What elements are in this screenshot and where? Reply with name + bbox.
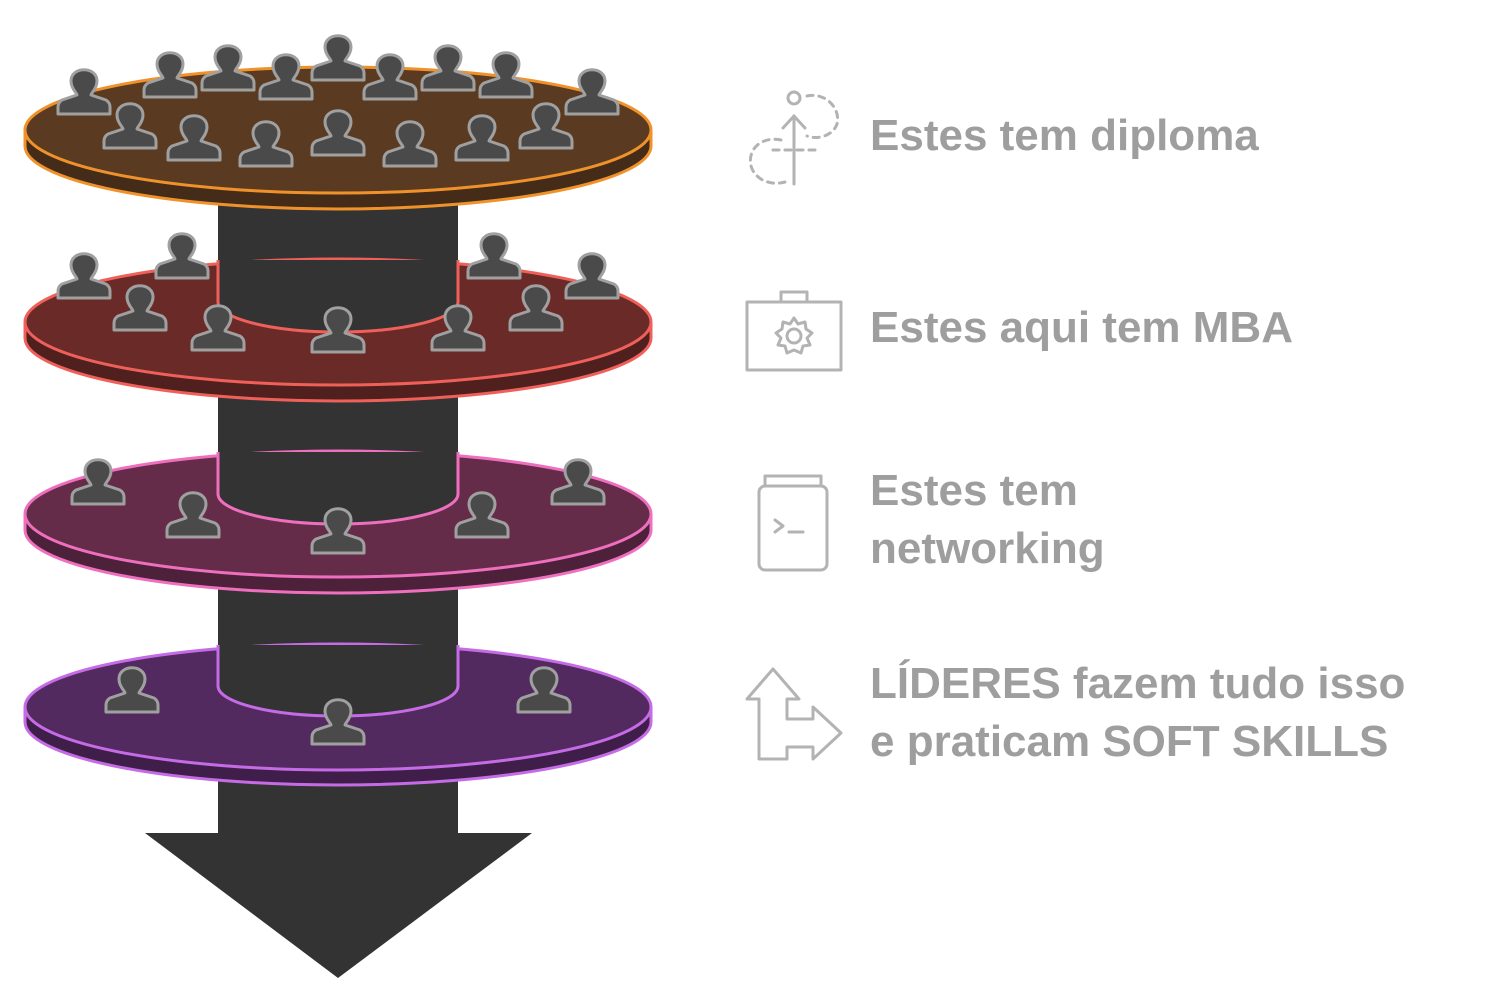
tier-4-label: LÍDERES fazem tudo isso e praticam SOFT … <box>870 655 1470 771</box>
arrow-head <box>145 833 532 978</box>
split-arrow-icon <box>745 667 843 761</box>
person-icon <box>310 34 366 82</box>
tier-4-disk <box>23 642 653 787</box>
person-icon <box>564 252 620 300</box>
dashed-arrow-up-icon <box>748 90 840 186</box>
tier-3-label: Estes tem networking <box>870 462 1470 578</box>
person-icon <box>466 232 522 280</box>
terminal-book-icon <box>757 474 829 572</box>
briefcase-gear-icon <box>745 290 843 372</box>
tier-3-label-line-1: Estes tem <box>870 466 1078 515</box>
person-icon <box>420 44 476 92</box>
person-icon <box>154 232 210 280</box>
tier-2-disk <box>23 232 653 403</box>
person-icon <box>200 44 256 92</box>
tier-3-label-line-2: networking <box>870 524 1105 573</box>
person-icon <box>56 252 112 300</box>
tier-1-label: Estes tem diploma <box>870 107 1470 165</box>
tier-2-label: Estes aqui tem MBA <box>870 299 1470 357</box>
tier-1-label-line-1: Estes tem diploma <box>870 111 1259 160</box>
tier-3-disk <box>23 449 653 595</box>
tier-2-label-line-1: Estes aqui tem MBA <box>870 303 1293 352</box>
tier-4-label-line-2: e praticam SOFT SKILLS <box>870 717 1389 766</box>
tier-4-label-line-1: LÍDERES fazem tudo isso <box>870 659 1406 708</box>
tier-1-disk <box>23 34 653 211</box>
